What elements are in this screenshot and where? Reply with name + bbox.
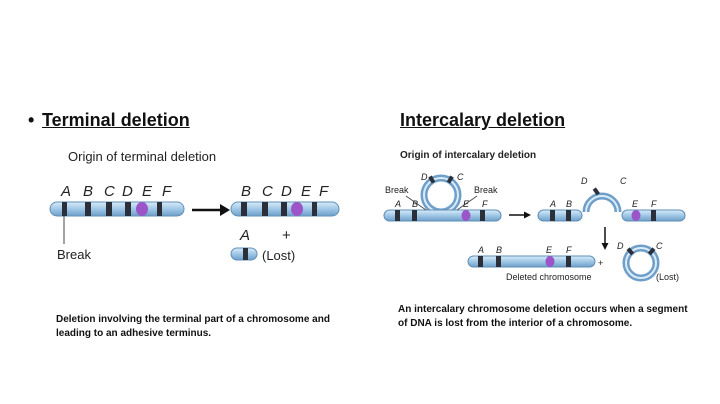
gene-label: D [421, 172, 428, 182]
gene-label: C [656, 241, 663, 251]
gene-label: E [463, 199, 470, 209]
terminal-description: Deletion involving the terminal part of … [56, 314, 330, 339]
intercalary-subtitle: Origin of intercalary deletion [400, 150, 537, 161]
gene-label: F [651, 199, 657, 209]
gene-label: D [122, 183, 133, 200]
intercalary-arrow-down [601, 227, 609, 250]
gene-label: B [566, 199, 572, 209]
intercalary-separated-chromosome [537, 187, 686, 222]
terminal-subtitle: Origin of terminal deletion [68, 149, 217, 164]
intercalary-break-right: Break [474, 185, 498, 195]
intercalary-break-left: Break [385, 185, 409, 195]
intercalary-lost-ring [622, 244, 660, 282]
gene-label: D [617, 241, 624, 251]
gene-label: C [104, 183, 115, 200]
terminal-plus: + [282, 227, 291, 244]
intercalary-original-chromosome [383, 174, 502, 222]
band-d [125, 202, 131, 216]
gene-label: D [281, 183, 292, 200]
gene-label: E [301, 183, 312, 200]
gene-label: E [632, 199, 639, 209]
gene-label: F [319, 183, 329, 200]
gene-label: C [620, 176, 627, 186]
gene-label: B [496, 245, 502, 255]
gene-label: B [412, 199, 418, 209]
gene-label: A [549, 199, 556, 209]
gene-label: D [581, 176, 588, 186]
gene-label: F [566, 245, 572, 255]
intercalary-description: An intercalary chromosome deletion occur… [398, 304, 688, 329]
gene-label: A [394, 199, 401, 209]
intercalary-plus: + [598, 258, 603, 268]
intercalary-heading: Intercalary deletion [400, 110, 566, 130]
terminal-heading: Terminal deletion [42, 110, 190, 130]
bullet: • [28, 110, 35, 130]
intercalary-deleted-chromosome [467, 255, 596, 268]
terminal-lost-fragment [230, 247, 258, 261]
intercalary-lost-label: (Lost) [656, 272, 679, 282]
terminal-deleted-chromosome [230, 201, 340, 217]
gene-label: A [60, 183, 71, 200]
band-a [62, 202, 67, 216]
band-c [106, 202, 112, 216]
deleted-chromosome-label: Deleted chromosome [506, 272, 592, 282]
gene-label: F [162, 183, 172, 200]
gene-label: B [241, 183, 251, 200]
band-b [85, 202, 91, 216]
fragment-gene-label: A [239, 227, 250, 244]
gene-label: E [142, 183, 153, 200]
terminal-original-chromosome [49, 201, 185, 244]
band-f [157, 202, 162, 216]
gene-label: F [482, 199, 488, 209]
gene-label: E [546, 245, 553, 255]
centromere [136, 202, 148, 216]
gene-label: B [83, 183, 93, 200]
terminal-arrow [192, 204, 230, 216]
intercalary-arrow-right [509, 211, 531, 219]
gene-label: A [477, 245, 484, 255]
gene-label: C [457, 172, 464, 182]
terminal-lost-label: (Lost) [262, 248, 295, 263]
terminal-break-label: Break [57, 247, 91, 262]
gene-label: C [262, 183, 273, 200]
